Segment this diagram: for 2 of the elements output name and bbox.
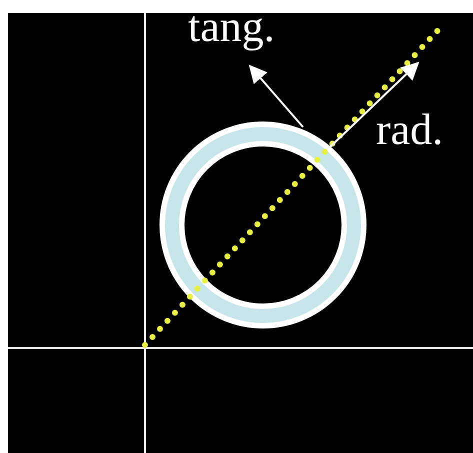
component-label: tang. xyxy=(188,5,275,49)
component-label: rad. xyxy=(376,108,444,152)
